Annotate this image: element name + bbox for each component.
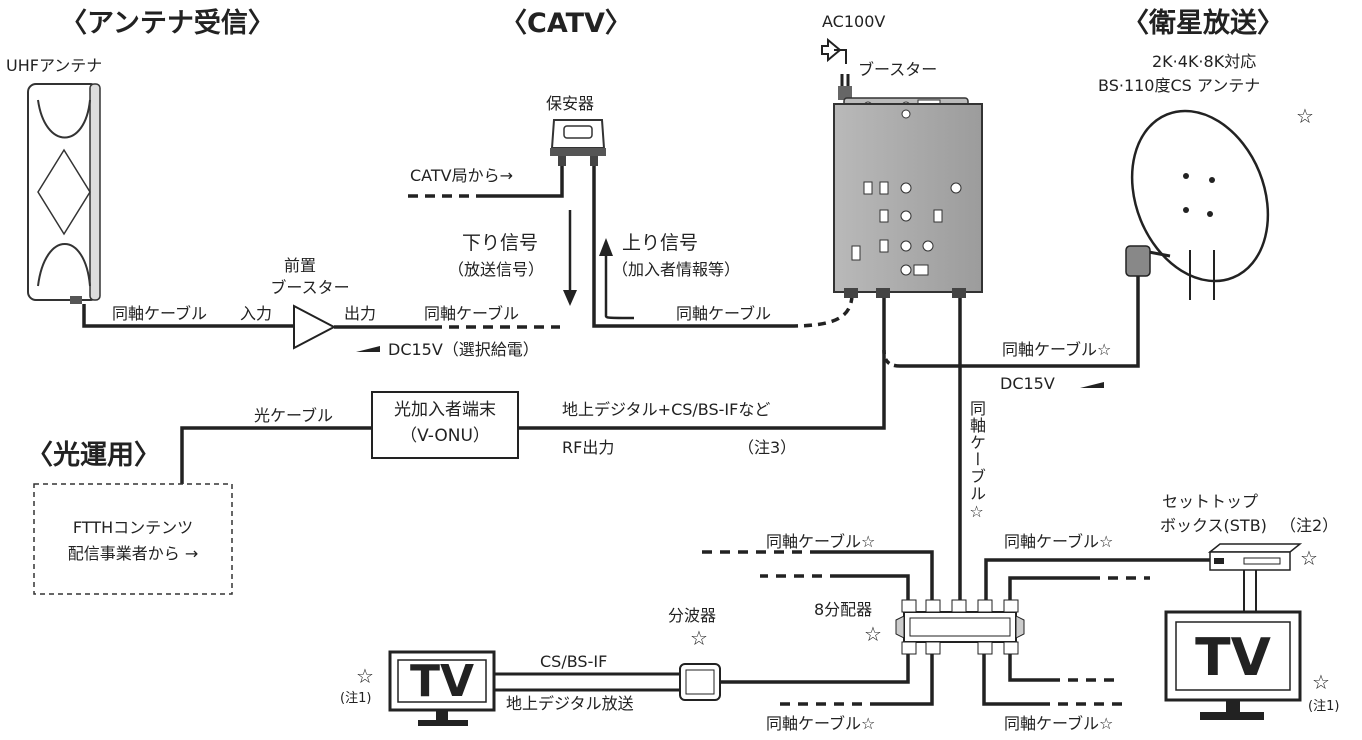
- protector-label: 保安器: [546, 94, 595, 113]
- stb-label: ボックス(STB): [1160, 516, 1267, 535]
- antenna-coax-line: [82, 304, 294, 328]
- terrestrial-broadcast-label: 地上デジタル放送: [506, 694, 634, 713]
- branch-line: [984, 558, 1210, 600]
- note3-label: （注3）: [738, 438, 797, 457]
- branch-line: [880, 654, 934, 706]
- star-mark: ☆: [864, 622, 882, 646]
- tv-right-label: TV: [1195, 628, 1271, 688]
- coax-star-label: 同軸ケーブル☆: [766, 714, 876, 733]
- note2-label: （注2）: [1280, 516, 1339, 535]
- ftth-label: 配信事業者から →: [67, 544, 199, 563]
- splitter8-label: 8分配器: [814, 600, 873, 619]
- heading-optical: 〈光運用〉: [26, 440, 161, 471]
- up-arrow-icon: [599, 238, 635, 320]
- tv-left-label: TV: [409, 656, 475, 707]
- optical-cable-line: [180, 426, 372, 484]
- catv-coax-line: [592, 166, 790, 328]
- diplexer-label: 分波器: [668, 606, 717, 625]
- note1-label: (注1): [340, 691, 372, 706]
- sat-antenna-label: BS·110度CS アンテナ: [1098, 76, 1261, 95]
- ac-arrow-icon: [821, 37, 847, 64]
- up-signal-label: 上り信号: [622, 232, 699, 254]
- down-signal-label: 下り信号: [462, 232, 539, 254]
- booster-icon: [833, 74, 983, 298]
- diplexer-icon: [679, 663, 721, 701]
- pre-booster-label: ブースター: [270, 278, 350, 297]
- uhf-antenna-label: UHFアンテナ: [6, 56, 103, 75]
- star-mark: ☆: [690, 626, 708, 650]
- uhf-antenna-icon: [27, 83, 101, 304]
- pre-booster-icon: [293, 304, 337, 350]
- onu-label: （V-ONU）: [400, 426, 490, 446]
- input-label: 入力: [240, 304, 273, 323]
- protector-icon: [550, 119, 606, 166]
- heading-catv: 〈CATV〉: [500, 8, 632, 39]
- dc-arrow-right-icon: [1080, 382, 1104, 388]
- branch-line: [1008, 576, 1090, 600]
- catv-input-line: [480, 166, 564, 198]
- note1-label: (注1): [1308, 699, 1340, 714]
- star-mark: ☆: [1300, 546, 1318, 570]
- onu-label: 光加入者端末: [394, 400, 496, 420]
- down-signal-sub-label: （放送信号）: [448, 260, 545, 279]
- branch-line: [720, 654, 910, 684]
- booster-label: ブースター: [858, 60, 938, 79]
- branch-line: [982, 654, 1040, 706]
- branch-line: [820, 550, 934, 600]
- stb-label: セットトップ: [1162, 492, 1259, 511]
- optical-cable-label: 光ケーブル: [254, 406, 334, 425]
- sat-antenna-label: 2K·4K·8K対応: [1152, 52, 1257, 71]
- coax-label: 同軸ケーブル: [676, 304, 772, 323]
- pre-booster-label: 前置: [283, 256, 317, 275]
- catv-to-booster-dashed: [789, 293, 854, 328]
- output-label: 出力: [344, 304, 377, 323]
- stb-icon: [1207, 543, 1303, 612]
- down-arrow-icon: [563, 210, 577, 306]
- booster-to-onu-line: [818, 298, 886, 430]
- dish-coax-dashed: [882, 349, 901, 368]
- terrestrial-cs-label: 地上デジタル+CS/BS-IFなど: [562, 400, 771, 419]
- star-mark: ☆: [1312, 670, 1330, 694]
- dc15v-label: DC15V: [1000, 374, 1055, 393]
- coax-star-label: 同軸ケーブル☆: [1002, 340, 1112, 359]
- dc-arrow-left-icon: [356, 346, 380, 352]
- onu-box: [371, 391, 519, 459]
- splitter-icon: [895, 599, 1025, 655]
- tv-left-icon: [388, 650, 496, 726]
- coax-vertical-label: 同軸ケーブル☆: [967, 400, 986, 522]
- star-mark: ☆: [1296, 104, 1314, 128]
- branch-line: [840, 574, 910, 600]
- star-mark: ☆: [356, 664, 374, 688]
- branch-line: [1008, 654, 1050, 682]
- dc15v-select-label: DC15V（選択給電）: [388, 340, 539, 359]
- coax-star-label: 同軸ケーブル☆: [1004, 714, 1114, 733]
- ftth-box: [33, 483, 233, 595]
- coax-star-label: 同軸ケーブル☆: [766, 532, 876, 551]
- coax-label: 同軸ケーブル: [424, 304, 520, 323]
- heading-antenna: 〈アンテナ受信〉: [60, 8, 275, 39]
- catv-from-label: CATV局から→: [410, 166, 514, 185]
- coax-label: 同軸ケーブル: [112, 304, 208, 323]
- satellite-dish-icon: [1125, 109, 1270, 300]
- tv-right-icon: [1164, 610, 1302, 720]
- heading-satellite: 〈衛星放送〉: [1122, 8, 1284, 39]
- rf-out-label: RF出力: [562, 438, 615, 457]
- ftth-label: FTTHコンテンツ: [72, 518, 194, 537]
- up-signal-sub-label: （加入者情報等）: [612, 260, 741, 279]
- cs-bs-if-label: CS/BS-IF: [540, 652, 608, 671]
- dish-coax-line: [900, 276, 1140, 368]
- ac100v-label: AC100V: [822, 12, 886, 31]
- coax-star-label: 同軸ケーブル☆: [1004, 532, 1114, 551]
